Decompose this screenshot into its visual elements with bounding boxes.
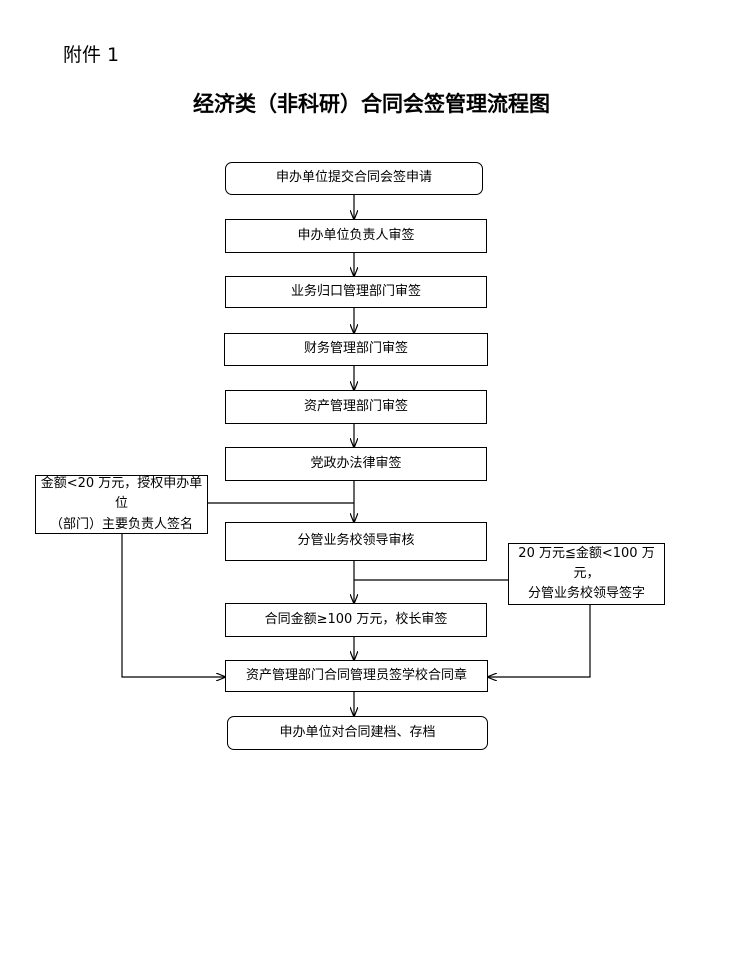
side-note-line: （部门）主要负责人签名 xyxy=(49,516,193,532)
step-asset-review: 资产管理部门审签 xyxy=(225,390,487,424)
step-label: 资产管理部门审签 xyxy=(303,398,408,414)
side-note-line: 金额<20 万元，授权申办单位 xyxy=(40,476,203,512)
step-business-dept-review: 业务归口管理部门审签 xyxy=(225,276,487,308)
step-label: 业务归口管理部门审签 xyxy=(290,283,421,299)
step-president-review: 合同金额≥100 万元，校长审签 xyxy=(225,603,487,637)
step-label: 分管业务校领导审核 xyxy=(297,533,415,549)
step-label: 党政办法律审签 xyxy=(310,455,402,471)
step-label: 资产管理部门合同管理员签学校合同章 xyxy=(245,667,467,683)
arrow-left-to-9 xyxy=(121,534,225,677)
step-unit-head-review: 申办单位负责人审签 xyxy=(225,219,487,253)
step-finance-review: 财务管理部门审签 xyxy=(224,333,488,366)
step-submit-application: 申办单位提交合同会签申请 xyxy=(225,162,483,195)
side-note-under-20: 金额<20 万元，授权申办单位 （部门）主要负责人签名 xyxy=(35,475,208,534)
step-label: 申办单位对合同建档、存档 xyxy=(279,724,436,740)
step-archive: 申办单位对合同建档、存档 xyxy=(227,716,488,750)
step-label: 申办单位负责人审签 xyxy=(297,227,415,243)
side-note-line: 20 万元≦金额<100 万元， xyxy=(518,545,655,581)
step-vice-president-review: 分管业务校领导审核 xyxy=(225,522,487,561)
side-note-line: 分管业务校领导签字 xyxy=(527,586,645,602)
step-legal-review: 党政办法律审签 xyxy=(225,447,487,481)
step-label: 合同金额≥100 万元，校长审签 xyxy=(264,611,448,627)
attachment-label: 附件 1 xyxy=(63,44,120,66)
step-contract-seal: 资产管理部门合同管理员签学校合同章 xyxy=(225,660,488,692)
arrow-right-to-9 xyxy=(488,605,591,677)
step-label: 申办单位提交合同会签申请 xyxy=(275,170,432,186)
step-label: 财务管理部门审签 xyxy=(303,341,408,357)
page-title: 经济类（非科研）合同会签管理流程图 xyxy=(193,92,550,116)
side-note-20-to-100: 20 万元≦金额<100 万元， 分管业务校领导签字 xyxy=(508,543,665,605)
